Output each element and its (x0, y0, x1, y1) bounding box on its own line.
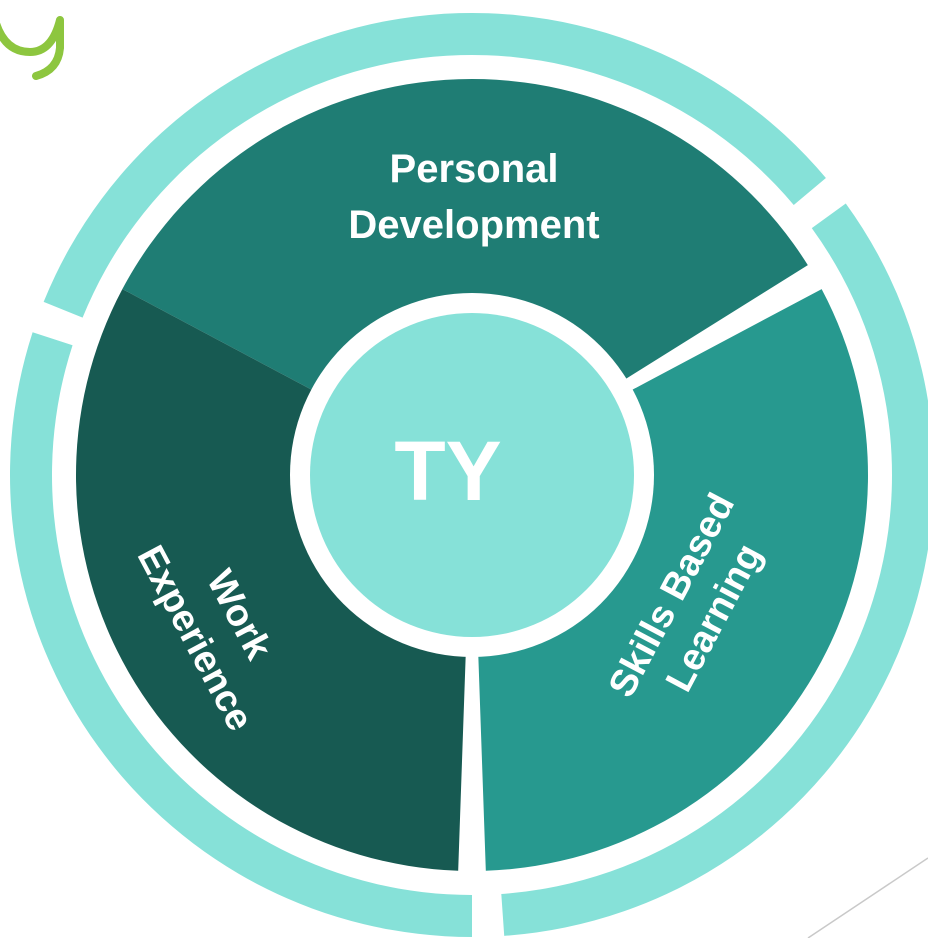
segment-work-experience (75, 289, 467, 871)
center-label: TY (394, 424, 501, 518)
segment-skills-based-learning (477, 289, 868, 871)
segment-personal-development (122, 79, 808, 405)
label-line: Development (348, 203, 599, 247)
outer-ring (10, 12, 928, 938)
segments (75, 79, 868, 871)
outer-ring-arc (501, 203, 928, 936)
outer-ring-arc (10, 332, 473, 938)
outer-ring-arc (43, 12, 826, 318)
center-circle (310, 313, 634, 637)
logo-fragment (0, 16, 64, 80)
label-line: Personal (390, 147, 559, 191)
decorative-line (807, 857, 928, 939)
